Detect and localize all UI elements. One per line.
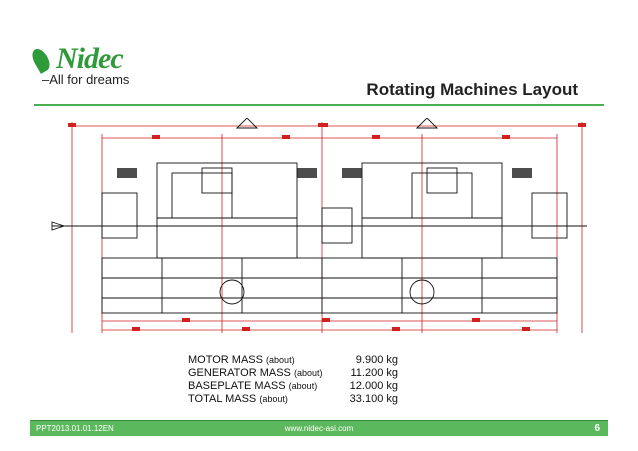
mass-value: 33.100 kg [349, 393, 398, 405]
page-number: 6 [594, 423, 600, 434]
mass-table: MOTOR MASS (about) 9.900 kg GENERATOR MA… [188, 354, 398, 406]
machine-layout-drawing [51, 118, 587, 333]
brand-tagline: –All for dreams [42, 72, 130, 87]
header-rule [34, 104, 604, 106]
machine-outline [51, 118, 587, 314]
mass-value: 9.900 kg [355, 354, 398, 366]
dimension-tags [68, 123, 586, 331]
dimension-lines [71, 122, 583, 333]
table-row: GENERATOR MASS (about) 11.200 kg [188, 367, 398, 380]
mass-value: 12.000 kg [349, 380, 398, 392]
page-title: Rotating Machines Layout [366, 80, 578, 99]
brand-name: Nidec [56, 42, 124, 75]
logo-leaf-icon [28, 46, 54, 74]
table-row: MOTOR MASS (about) 9.900 kg [188, 354, 398, 367]
mass-label: MOTOR MASS (about) [188, 354, 295, 366]
mass-label: BASEPLATE MASS (about) [188, 380, 318, 392]
website-link[interactable]: www.nidec-asi.com [284, 424, 354, 433]
doc-code: PPT2013.01.01.12EN [36, 424, 114, 433]
table-row: TOTAL MASS (about) 33.100 kg [188, 393, 398, 406]
footer-bar: PPT2013.01.01.12EN www.nidec-asi.com 6 [30, 420, 608, 436]
hatched-areas [117, 168, 532, 178]
table-row: BASEPLATE MASS (about) 12.000 kg [188, 380, 398, 393]
mass-label: GENERATOR MASS (about) [188, 367, 323, 379]
mass-value: 11.200 kg [350, 367, 398, 379]
mass-label: TOTAL MASS (about) [188, 393, 288, 405]
